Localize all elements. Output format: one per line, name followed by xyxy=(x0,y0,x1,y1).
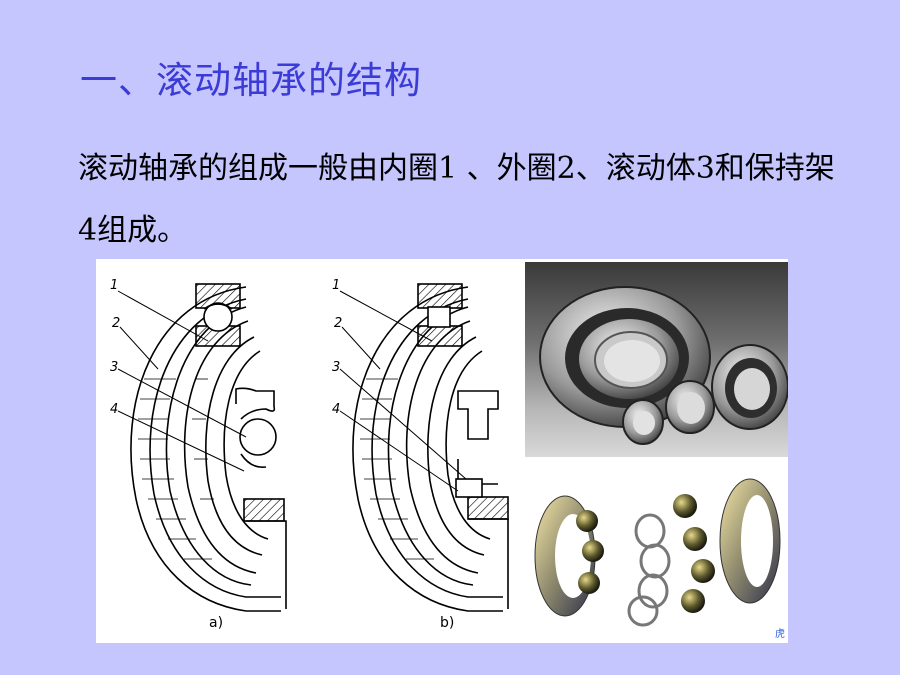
slide-title: 一、滚动轴承的结构 xyxy=(80,59,422,102)
drawing-a xyxy=(117,283,287,612)
drawing-a-label-4: 4 xyxy=(110,402,118,417)
body-text: 滚动轴承的组成一般由内圈1 、外圈2、滚动体3和保持架4组成。 xyxy=(78,151,835,248)
drawing-a-labels: 1 2 3 4 xyxy=(110,278,120,417)
drawing-b xyxy=(339,283,509,612)
exploded-bearing-render: 虎 xyxy=(525,461,788,643)
drawing-b-caption: b) xyxy=(440,615,454,631)
drawing-a-label-2: 2 xyxy=(112,316,120,331)
drawing-a-label-3: 3 xyxy=(110,360,118,375)
bearing-figure-panel: 1 2 3 4 a) xyxy=(96,259,788,643)
bearings-photo xyxy=(525,262,788,457)
drawing-a-caption: a) xyxy=(209,615,223,631)
bearing-section-drawings: 1 2 3 4 a) xyxy=(110,278,509,631)
drawing-b-label-3: 3 xyxy=(332,360,340,375)
drawing-b-labels: 1 2 3 4 xyxy=(332,278,342,417)
exploded-bearing-image: 虎 xyxy=(534,478,785,640)
drawing-b-label-4: 4 xyxy=(332,402,340,417)
drawing-b-label-2: 2 xyxy=(334,316,342,331)
drawing-a-label-1: 1 xyxy=(110,278,118,293)
drawing-b-label-1: 1 xyxy=(332,278,340,293)
photo-corner-mark: 虎 xyxy=(775,628,785,640)
